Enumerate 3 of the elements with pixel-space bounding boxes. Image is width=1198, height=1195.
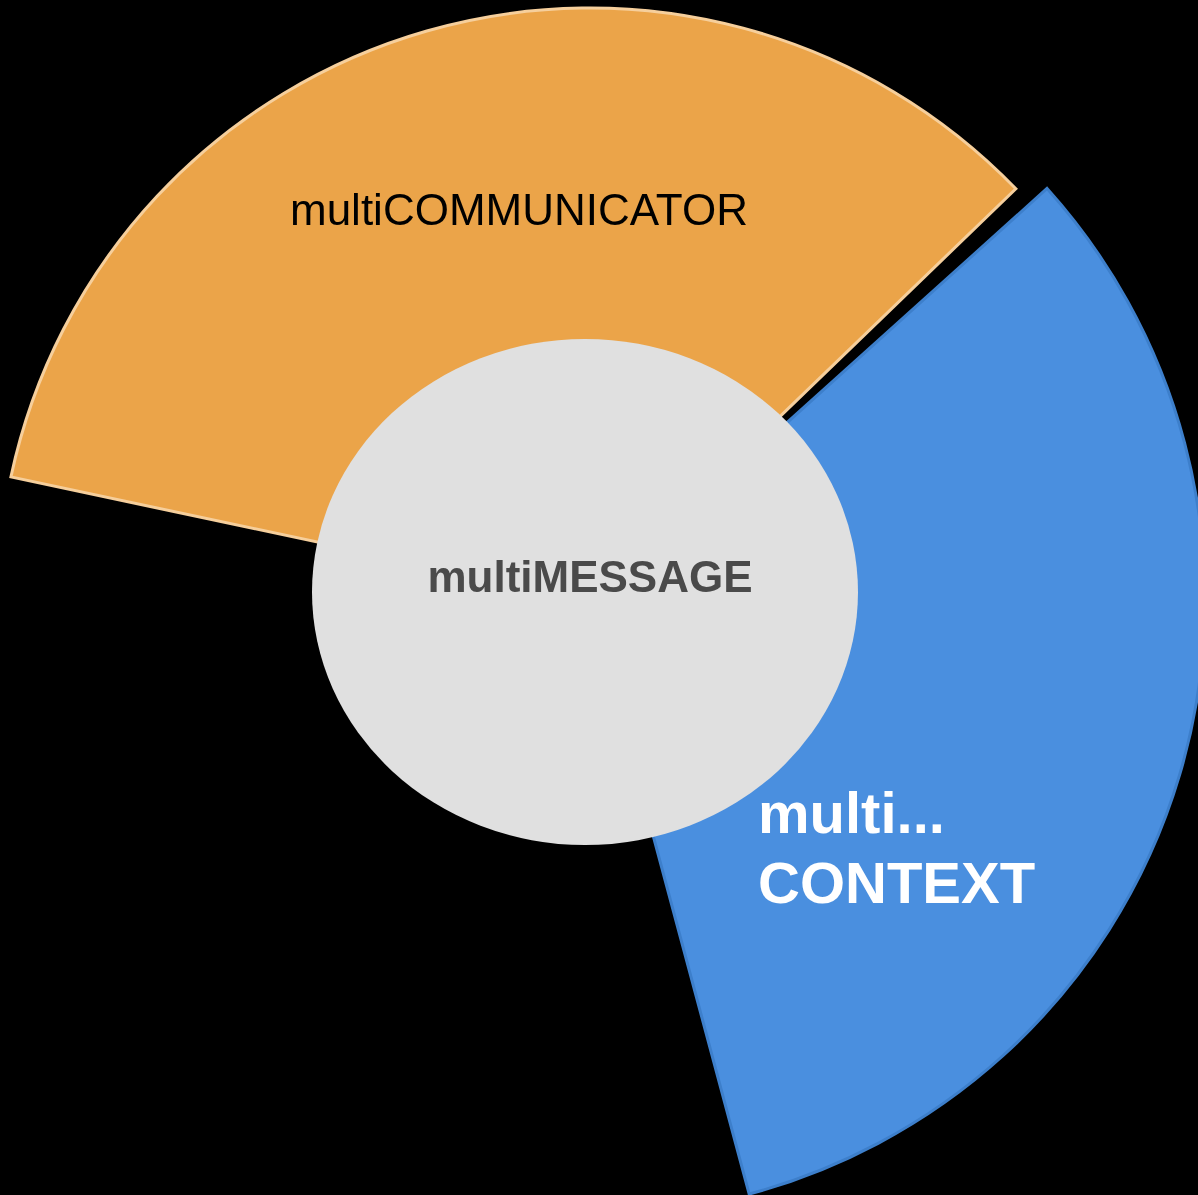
sector-label: multiCOMMUNICATOR: [290, 185, 749, 236]
center-label: multiMESSAGE: [426, 552, 754, 603]
sector-label: multi... CONTEXT: [758, 779, 1037, 917]
